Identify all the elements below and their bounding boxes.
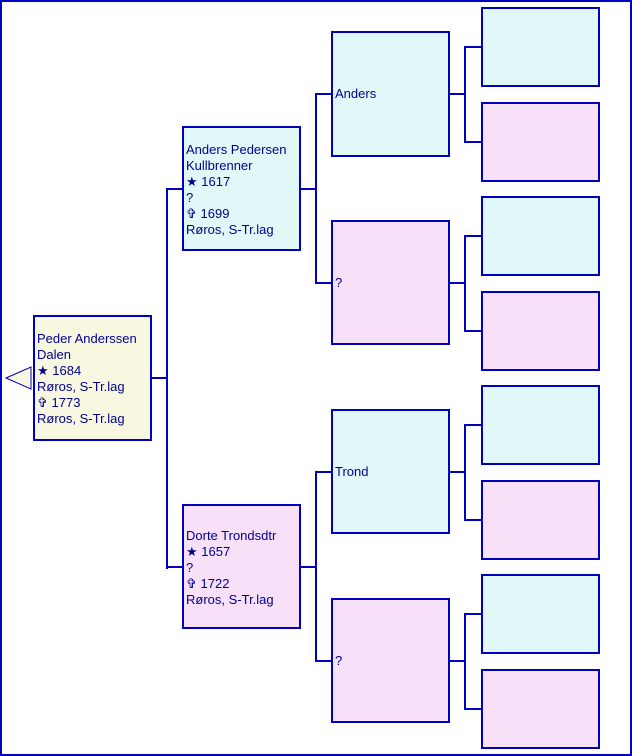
person-name: ? bbox=[335, 652, 343, 668]
connector bbox=[464, 235, 482, 237]
connector bbox=[315, 471, 332, 473]
connector bbox=[464, 46, 482, 48]
person-name: Trond bbox=[335, 463, 369, 479]
person-box-subject[interactable]: Peder Anderssen Dalen ★ 1684 Røros, S-Tr… bbox=[33, 315, 152, 441]
connector bbox=[449, 282, 466, 284]
name-line: Dalen bbox=[37, 347, 71, 362]
name-line: Peder Anderssen bbox=[37, 331, 137, 346]
birth-place: ? bbox=[186, 560, 194, 575]
birth-place: Røros, S-Tr.lag bbox=[37, 379, 125, 394]
connector bbox=[464, 424, 482, 426]
person-name: Anders bbox=[335, 86, 377, 101]
empty-ancestor-box[interactable] bbox=[481, 574, 600, 654]
connector bbox=[464, 424, 466, 520]
empty-ancestor-box[interactable] bbox=[481, 291, 600, 371]
person-box-paternal-grandfather[interactable]: Anders bbox=[331, 31, 450, 157]
connector bbox=[300, 566, 317, 568]
empty-ancestor-box[interactable] bbox=[481, 196, 600, 276]
connector bbox=[449, 660, 466, 662]
person-box-father[interactable]: Anders Pedersen Kullbrenner ★ 1617 ? ✞ 1… bbox=[182, 126, 301, 251]
name-line: Kullbrenner bbox=[186, 158, 253, 173]
death-place: Røros, S-Tr.lag bbox=[186, 222, 274, 237]
connector bbox=[315, 93, 332, 95]
birth-year: ★ 1617 bbox=[186, 174, 231, 189]
connector bbox=[449, 471, 466, 473]
name-line: Dorte Trondsdtr bbox=[186, 528, 277, 543]
connector bbox=[464, 141, 482, 143]
connector bbox=[464, 330, 482, 332]
death-year: ✞ 1773 bbox=[37, 395, 81, 410]
connector bbox=[449, 93, 466, 95]
name-line: Anders Pedersen bbox=[186, 142, 287, 157]
birth-year: ★ 1684 bbox=[37, 363, 82, 378]
connector bbox=[166, 188, 168, 569]
connector bbox=[315, 471, 317, 662]
death-place: Røros, S-Tr.lag bbox=[186, 592, 274, 607]
death-year: ✞ 1722 bbox=[186, 576, 230, 591]
empty-ancestor-box[interactable] bbox=[481, 385, 600, 465]
connector bbox=[464, 46, 466, 142]
connector bbox=[464, 613, 482, 615]
death-year: ✞ 1699 bbox=[186, 206, 230, 221]
empty-ancestor-box[interactable] bbox=[481, 7, 600, 87]
connector bbox=[464, 613, 466, 709]
person-box-paternal-grandmother[interactable]: ? bbox=[331, 220, 450, 345]
person-box-maternal-grandfather[interactable]: Trond bbox=[331, 409, 450, 534]
birth-place: ? bbox=[186, 190, 194, 205]
connector bbox=[464, 708, 482, 710]
connector bbox=[151, 377, 168, 379]
death-place: Røros, S-Tr.lag bbox=[37, 411, 125, 426]
connector bbox=[315, 93, 317, 284]
person-box-mother[interactable]: Dorte Trondsdtr ★ 1657 ? ✞ 1722 Røros, S… bbox=[182, 504, 301, 629]
connector bbox=[166, 188, 183, 190]
person-name: ? bbox=[335, 274, 343, 290]
empty-ancestor-box[interactable] bbox=[481, 102, 600, 182]
person-box-maternal-grandmother[interactable]: ? bbox=[331, 598, 450, 723]
navigate-back-arrow-icon[interactable] bbox=[5, 366, 33, 390]
empty-ancestor-box[interactable] bbox=[481, 669, 600, 749]
connector bbox=[166, 566, 183, 568]
connector bbox=[315, 282, 332, 284]
connector bbox=[300, 188, 317, 190]
connector bbox=[464, 519, 482, 521]
connector bbox=[315, 660, 332, 662]
empty-ancestor-box[interactable] bbox=[481, 480, 600, 560]
connector bbox=[464, 235, 466, 331]
birth-year: ★ 1657 bbox=[186, 544, 231, 559]
